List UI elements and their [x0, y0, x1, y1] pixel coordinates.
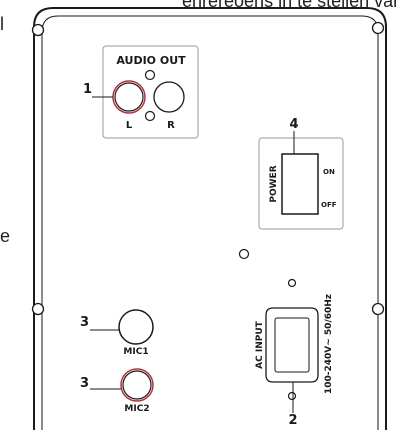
screw-hole-top-right [371, 21, 385, 35]
power-switch [281, 153, 319, 215]
mic2-jack [122, 370, 152, 400]
audio-out-panel [102, 45, 199, 139]
power-off-label: OFF [321, 201, 337, 209]
ac-input-socket-inner [274, 317, 310, 373]
ac-input-screw-bottom [287, 391, 297, 401]
audio-out-left-label: L [126, 120, 133, 131]
cropped-text-fragment-top: l [0, 14, 4, 34]
audio-out-right-label: R [167, 120, 175, 131]
callout-number-1: 1 [83, 82, 92, 97]
mic2-label: MIC2 [124, 404, 149, 414]
cropped-text-fragment-middle: e [0, 226, 11, 246]
ac-input-screw-top [287, 278, 297, 288]
callout-number-4: 4 [289, 117, 298, 132]
ac-input-rating: 100-240V~ 50/60Hz [324, 294, 334, 394]
mic1-label: MIC1 [123, 347, 148, 357]
mic1-jack [118, 309, 154, 345]
audio-out-title: AUDIO OUT [116, 54, 186, 67]
callout-number-2: 2 [288, 413, 297, 428]
callout-number-3-mic1: 3 [80, 315, 89, 330]
audio-out-left-jack [114, 82, 144, 112]
indicator-hole [238, 248, 250, 260]
screw-hole-mid-right [371, 302, 385, 316]
audio-out-right-jack [153, 81, 185, 113]
power-on-label: ON [323, 168, 335, 176]
screw-hole-top-left [31, 23, 45, 37]
cropped-heading-fragment: ehrereoens in te stellen van [182, 0, 399, 11]
screw-hole-mid-left [31, 302, 45, 316]
ac-input-title: AC INPUT [255, 320, 265, 368]
power-title: POWER [269, 165, 279, 202]
rear-plate-outline [33, 7, 387, 430]
audio-out-led-top [144, 69, 156, 81]
audio-out-led-bottom [144, 110, 156, 122]
callout-number-3-mic2: 3 [80, 376, 89, 391]
